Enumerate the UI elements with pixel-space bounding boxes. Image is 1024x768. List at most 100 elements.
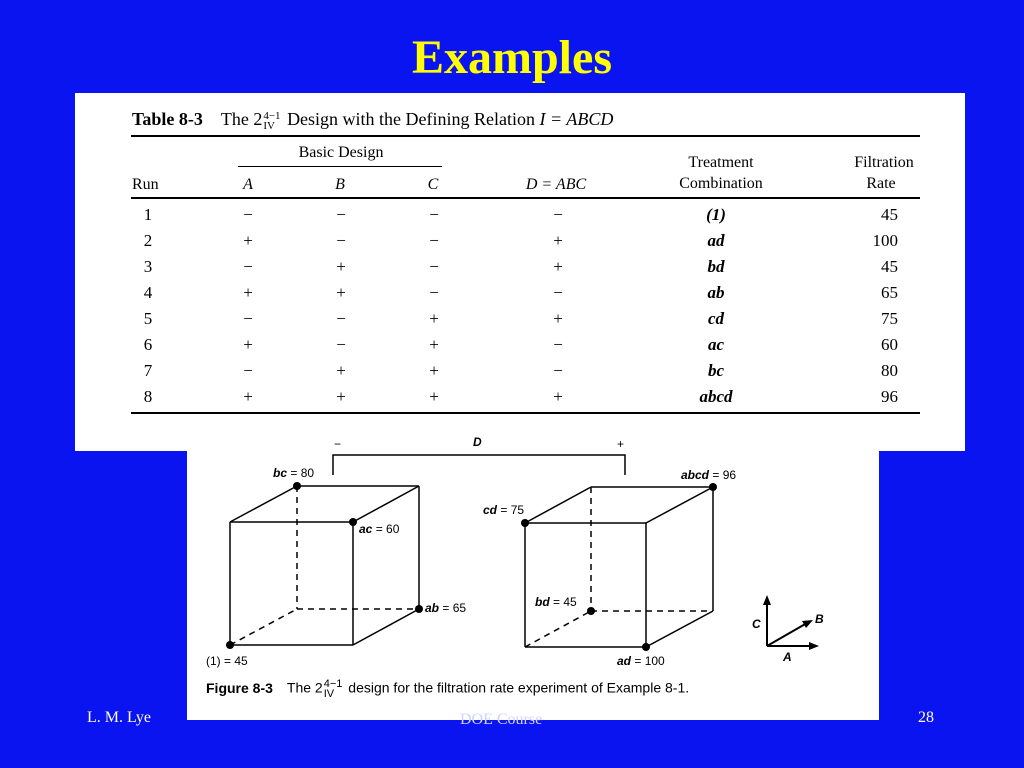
cell-b: −	[336, 335, 346, 354]
cell-b: −	[336, 205, 346, 224]
table-caption-post: Design with the Defining Relation	[282, 109, 540, 129]
cell-c: +	[429, 309, 439, 328]
cube-diagram	[226, 454, 819, 651]
cell-a: +	[243, 335, 253, 354]
cell-run: 8	[143, 387, 153, 406]
cell-tc: ac	[707, 335, 725, 354]
label-ad-name: ad	[617, 654, 632, 668]
label-bc-name: bc	[273, 466, 288, 480]
header-treatment-1: Treatment	[688, 154, 754, 171]
cell-rate: 60	[881, 335, 898, 354]
table-number: Table 8-3	[132, 109, 203, 129]
label-one: (1) = 45	[206, 654, 248, 668]
axes-indicator	[763, 595, 819, 650]
header-b: B	[335, 176, 345, 193]
cell-b: +	[336, 283, 346, 302]
cell-run: 5	[143, 309, 153, 328]
point-ab	[415, 605, 423, 613]
cell-rate: 65	[881, 283, 898, 302]
label-cd: cd = 75	[483, 503, 524, 517]
label-abcd: abcd = 96	[681, 468, 736, 482]
table-caption-pre: The 2	[220, 109, 263, 129]
axis-label-b: B	[815, 612, 824, 626]
cell-run: 6	[143, 335, 153, 354]
axis-c-text: C	[752, 617, 761, 631]
d-label: D	[473, 435, 482, 449]
point-abcd	[709, 483, 717, 491]
cell-b: +	[336, 387, 346, 406]
cell-a: +	[243, 283, 253, 302]
figure-panel: − D + bc = 80 ac = 60 ab = 65 (1) = 45 a…	[187, 435, 879, 720]
cell-a: −	[243, 205, 253, 224]
cell-rate: 100	[872, 231, 899, 250]
right-cube	[524, 486, 714, 648]
cell-d: −	[553, 335, 563, 354]
cell-d: +	[553, 309, 563, 328]
cell-c: −	[429, 231, 439, 250]
cell-c: −	[429, 205, 439, 224]
d-label-text: D	[473, 435, 482, 449]
header-treatment-2: Combination	[679, 175, 763, 192]
cell-d: −	[553, 361, 563, 380]
label-ad: ad = 100	[617, 654, 665, 668]
d-minus-label: −	[334, 437, 342, 451]
point-bc	[293, 482, 301, 490]
cell-a: +	[243, 231, 253, 250]
cell-rate: 80	[881, 361, 898, 380]
footer-course: DOE Course	[460, 711, 543, 728]
axis-b-text: B	[815, 612, 824, 626]
caption-sub: IV	[263, 119, 275, 132]
axis-label-a: A	[783, 650, 792, 664]
header-run: Run	[132, 176, 159, 193]
axis-label-c: C	[752, 617, 761, 631]
cell-b: +	[336, 361, 346, 380]
label-one-value: = 45	[220, 654, 248, 668]
cell-a: −	[243, 309, 253, 328]
label-abcd-value: = 96	[709, 468, 737, 482]
footer-author: L. M. Lye	[87, 709, 151, 726]
label-abcd-name: abcd	[681, 468, 710, 482]
header-d: D = ABC	[525, 176, 587, 193]
cell-c: −	[429, 257, 439, 276]
cell-c: +	[429, 387, 439, 406]
header-a: A	[243, 176, 253, 193]
point-ad	[642, 643, 650, 651]
figure-caption-pre: The 2	[286, 679, 323, 696]
table-caption-relation: I = ABCD	[539, 109, 614, 129]
header-rate-2: Rate	[866, 175, 896, 192]
table-top-rule	[131, 135, 920, 137]
cell-rate: 75	[881, 309, 898, 328]
cell-run: 1	[143, 205, 153, 224]
label-bd-name: bd	[535, 595, 550, 609]
cell-tc: bd	[707, 257, 725, 276]
label-ac-name: ac	[359, 522, 373, 536]
cell-b: −	[336, 231, 346, 250]
label-bc: bc = 80	[273, 466, 314, 480]
fig-caption-sup: 4−1	[323, 678, 343, 690]
cell-tc: abcd	[699, 387, 733, 406]
cell-rate: 45	[881, 257, 898, 276]
group-header-rule	[238, 166, 442, 167]
header-c: C	[427, 176, 439, 193]
cell-a: −	[243, 361, 253, 380]
cell-c: −	[429, 283, 439, 302]
label-cd-name: cd	[483, 503, 498, 517]
caption-sup: 4−1	[263, 109, 281, 122]
figure-number: Figure 8-3	[206, 679, 273, 696]
label-ad-value: = 100	[631, 654, 665, 668]
footer-page-number: 28	[918, 709, 934, 726]
cell-tc: bc	[707, 361, 725, 380]
label-bd-value: = 45	[549, 595, 577, 609]
cell-d: +	[553, 387, 563, 406]
d-plus-label: +	[617, 437, 625, 451]
cell-rate: 96	[881, 387, 898, 406]
cell-c: +	[429, 335, 439, 354]
cell-tc: ab	[707, 283, 725, 302]
header-rate-1: Filtration	[854, 154, 914, 171]
slide-title: Examples	[411, 31, 612, 84]
cell-a: +	[243, 387, 253, 406]
label-ac-value: = 60	[372, 522, 400, 536]
cell-tc: cd	[707, 309, 725, 328]
